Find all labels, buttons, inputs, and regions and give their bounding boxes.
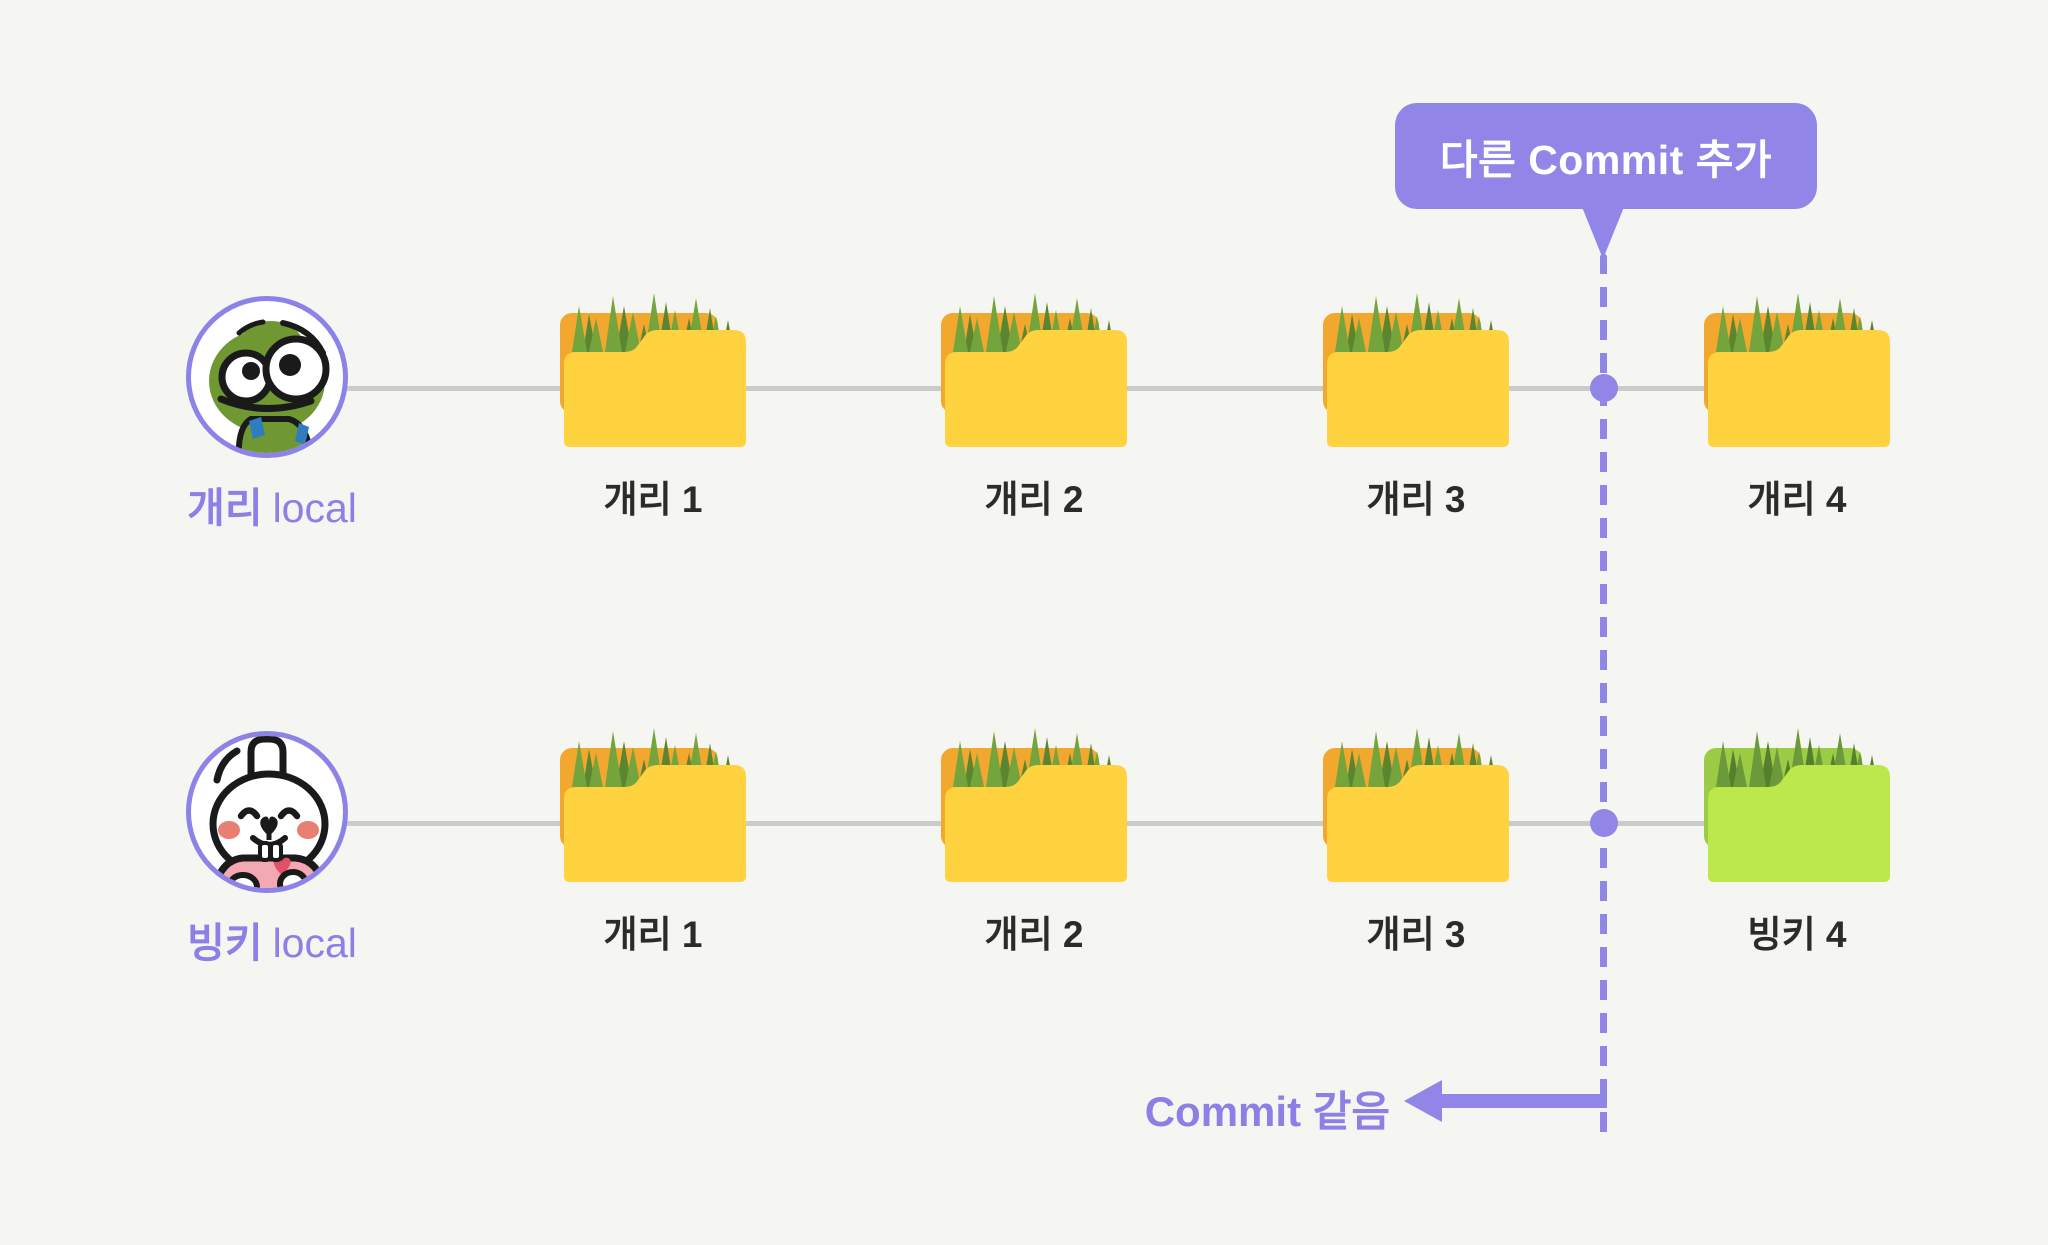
left-arrow-shaft bbox=[1440, 1094, 1607, 1108]
folder-icon-gary-1 bbox=[558, 290, 748, 450]
callout-tail bbox=[1582, 207, 1624, 259]
commit-point-dot bbox=[1590, 809, 1618, 837]
folder-icon-gary-3 bbox=[1321, 290, 1511, 450]
binky-avatar bbox=[186, 731, 348, 893]
gary-avatar bbox=[186, 296, 348, 458]
row-suffix: local bbox=[272, 485, 357, 531]
folder-icon-gary-4 bbox=[1702, 290, 1892, 450]
folder-label: 개리 4 bbox=[1747, 479, 1847, 520]
row-suffix: local bbox=[272, 920, 357, 966]
folder-label: 개리 3 bbox=[1366, 914, 1466, 955]
folder-icon-binky-4 bbox=[1702, 725, 1892, 885]
callout-bubble: 다른 Commit 추가 bbox=[1395, 103, 1817, 209]
rabbit-icon bbox=[209, 736, 329, 888]
left-arrow-head-icon bbox=[1404, 1080, 1442, 1122]
commit-same-label: Commit 같음 bbox=[1144, 1088, 1390, 1135]
callout-label: 다른 Commit 추가 bbox=[1439, 137, 1773, 183]
folder-label: 개리 2 bbox=[984, 914, 1084, 955]
folder-label: 빙키 4 bbox=[1747, 914, 1847, 955]
divider-dashed-line bbox=[1600, 254, 1607, 1145]
folder-icon-binky-3 bbox=[1321, 725, 1511, 885]
row-name: 빙키 bbox=[187, 920, 263, 966]
folder-icon-binky-2 bbox=[939, 725, 1129, 885]
folder-label: 개리 3 bbox=[1366, 479, 1466, 520]
folder-label: 개리 1 bbox=[603, 914, 703, 955]
folder-icon-binky-1 bbox=[558, 725, 748, 885]
folder-label: 개리 2 bbox=[984, 479, 1084, 520]
folder-icon-gary-2 bbox=[939, 290, 1129, 450]
folder-label: 개리 1 bbox=[603, 479, 703, 520]
frog-icon bbox=[209, 319, 330, 453]
row-name: 개리 bbox=[187, 485, 263, 531]
commit-point-dot bbox=[1590, 374, 1618, 402]
